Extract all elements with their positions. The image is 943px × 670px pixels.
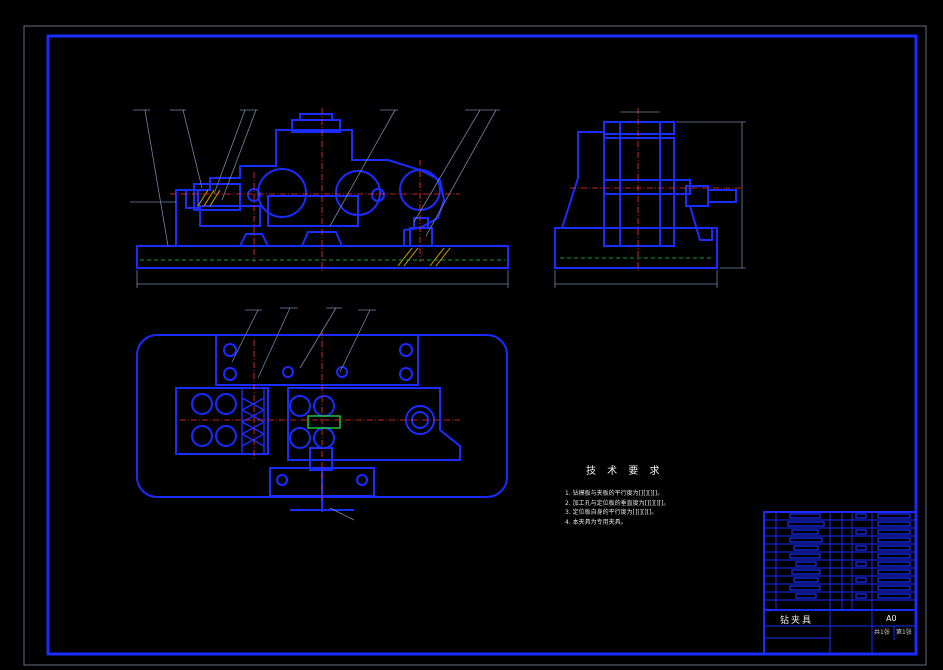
top-view-hatch [241, 387, 265, 455]
technical-requirements-title: 技 术 要 求 [586, 466, 664, 477]
requirement-item: 1. 钻模板与夹板的平行度为[][][][]。 [565, 490, 664, 497]
side-view-dims [554, 111, 746, 288]
front-view-leaders [130, 109, 509, 288]
drawing-frame [46, 34, 918, 656]
top-view-centerlines [180, 330, 460, 500]
top-view-highlight [307, 415, 341, 429]
side-view [554, 121, 737, 269]
sheet-index: 第1张 [896, 629, 912, 636]
requirement-item: 4. 本夹具为专用夹具。 [565, 518, 627, 526]
front-view-hatch [197, 189, 451, 267]
requirement-item: 2. 加工孔与定位板的垂直度为[][][][]。 [565, 499, 670, 507]
technical-requirements-list: 1. 钻模板与夹板的平行度为[][][][]。 2. 加工孔与定位板的垂直度为[… [565, 489, 669, 527]
front-view-centerlines [170, 108, 460, 272]
parts-list-entries [787, 513, 911, 599]
requirement-item: 3. 定位板自身的平行度为[][][][]。 [565, 509, 658, 516]
paper-size: A0 [886, 614, 897, 623]
front-view [136, 113, 509, 269]
outer-border [23, 25, 927, 666]
drawing-name: 钻夹具 [780, 616, 814, 626]
side-view-centerlines [570, 108, 742, 272]
parts-list-table [763, 511, 917, 655]
top-view-leaders [231, 307, 376, 521]
sheet-total: 共1张 [874, 629, 890, 636]
